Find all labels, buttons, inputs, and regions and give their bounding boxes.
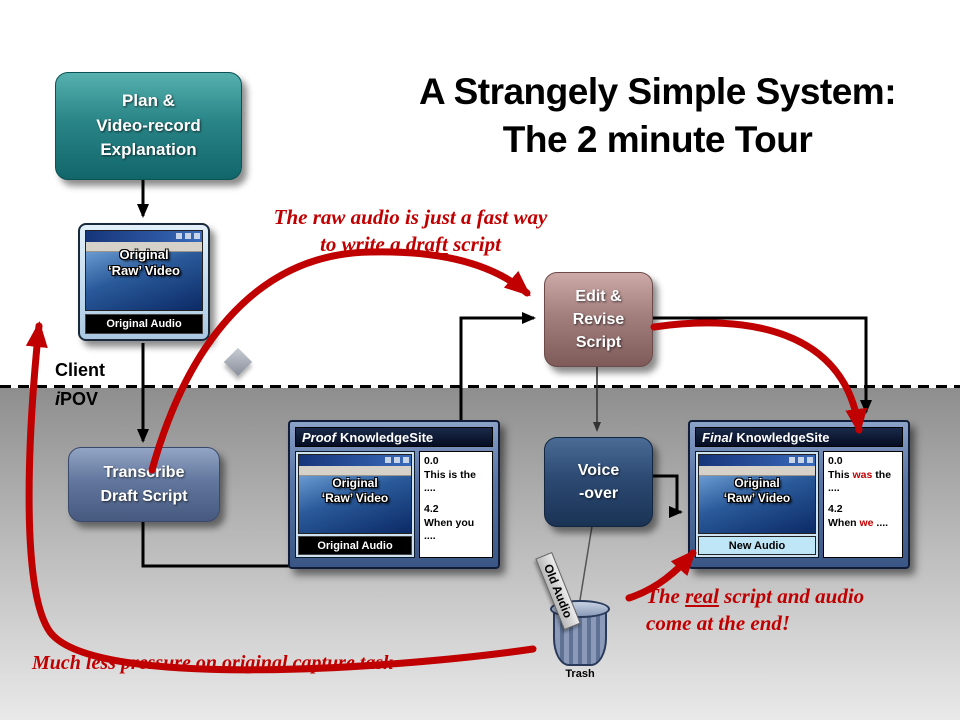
voice-over-box: Voice -over bbox=[544, 437, 653, 527]
note-real-script: The real script and audio come at the en… bbox=[646, 584, 865, 636]
window-menubar-icon bbox=[299, 466, 411, 476]
video-window-icon bbox=[698, 454, 816, 534]
raw-video-label: Original ‘Raw’ Video bbox=[723, 476, 791, 505]
window-buttons-icon bbox=[194, 233, 200, 239]
client-ipov-divider bbox=[0, 385, 960, 388]
video-content-icon bbox=[699, 476, 815, 533]
final-knowledgesite: Final KnowledgeSite Original ‘Raw’ Video… bbox=[688, 420, 910, 569]
new-audio-bar: New Audio bbox=[698, 536, 816, 555]
transcribe-box: Transcribe Draft Script bbox=[68, 447, 220, 522]
final-knowledgesite-header: Final KnowledgeSite bbox=[695, 427, 903, 447]
window-menubar-icon bbox=[699, 466, 815, 476]
raw-video-label: Original ‘Raw’ Video bbox=[321, 476, 389, 505]
final-video-thumbnail: Original ‘Raw’ Video New Audio bbox=[695, 451, 819, 558]
label-ipov: iPOV bbox=[55, 389, 99, 409]
original-audio-bar: Original Audio bbox=[85, 314, 203, 334]
edit-revise-box: Edit & Revise Script bbox=[544, 272, 653, 367]
window-buttons-icon bbox=[403, 457, 409, 463]
raw-video-label: Original ‘Raw’ Video bbox=[107, 247, 180, 279]
trash-caption: Trash bbox=[565, 668, 595, 680]
proof-video-thumbnail: Original ‘Raw’ Video Original Audio bbox=[295, 451, 415, 558]
raw-video-thumbnail: Original ‘Raw’ Video Original Audio bbox=[78, 223, 210, 341]
label-client: Client bbox=[55, 360, 106, 380]
note-less-pressure: Much less pressure on original capture t… bbox=[32, 652, 394, 674]
title-line2: The 2 minute Tour bbox=[502, 119, 813, 161]
proof-knowledgesite: Proof KnowledgeSite Original ‘Raw’ Video… bbox=[288, 420, 500, 569]
proof-knowledgesite-header: Proof KnowledgeSite bbox=[295, 427, 493, 447]
window-titlebar-icon bbox=[86, 231, 202, 242]
note-raw-audio: The raw audio is just a fast way to writ… bbox=[273, 205, 548, 257]
window-titlebar-icon bbox=[299, 455, 411, 466]
window-menubar-icon bbox=[86, 242, 202, 252]
final-script-panel: 0.0 This was the .... 4.2 When we .... bbox=[823, 451, 903, 558]
window-titlebar-icon bbox=[699, 455, 815, 466]
decorative-diamond-icon bbox=[223, 347, 253, 377]
window-buttons-icon bbox=[807, 457, 813, 463]
slide-title: A Strangely Simple System: The 2 minute … bbox=[370, 68, 945, 164]
plan-record-box: Plan & Video-record Explanation bbox=[55, 72, 242, 180]
proof-script-panel: 0.0 This is the .... 4.2 When you .... bbox=[419, 451, 493, 558]
title-line1: A Strangely Simple System: bbox=[418, 71, 897, 112]
original-audio-bar: Original Audio bbox=[298, 536, 412, 555]
